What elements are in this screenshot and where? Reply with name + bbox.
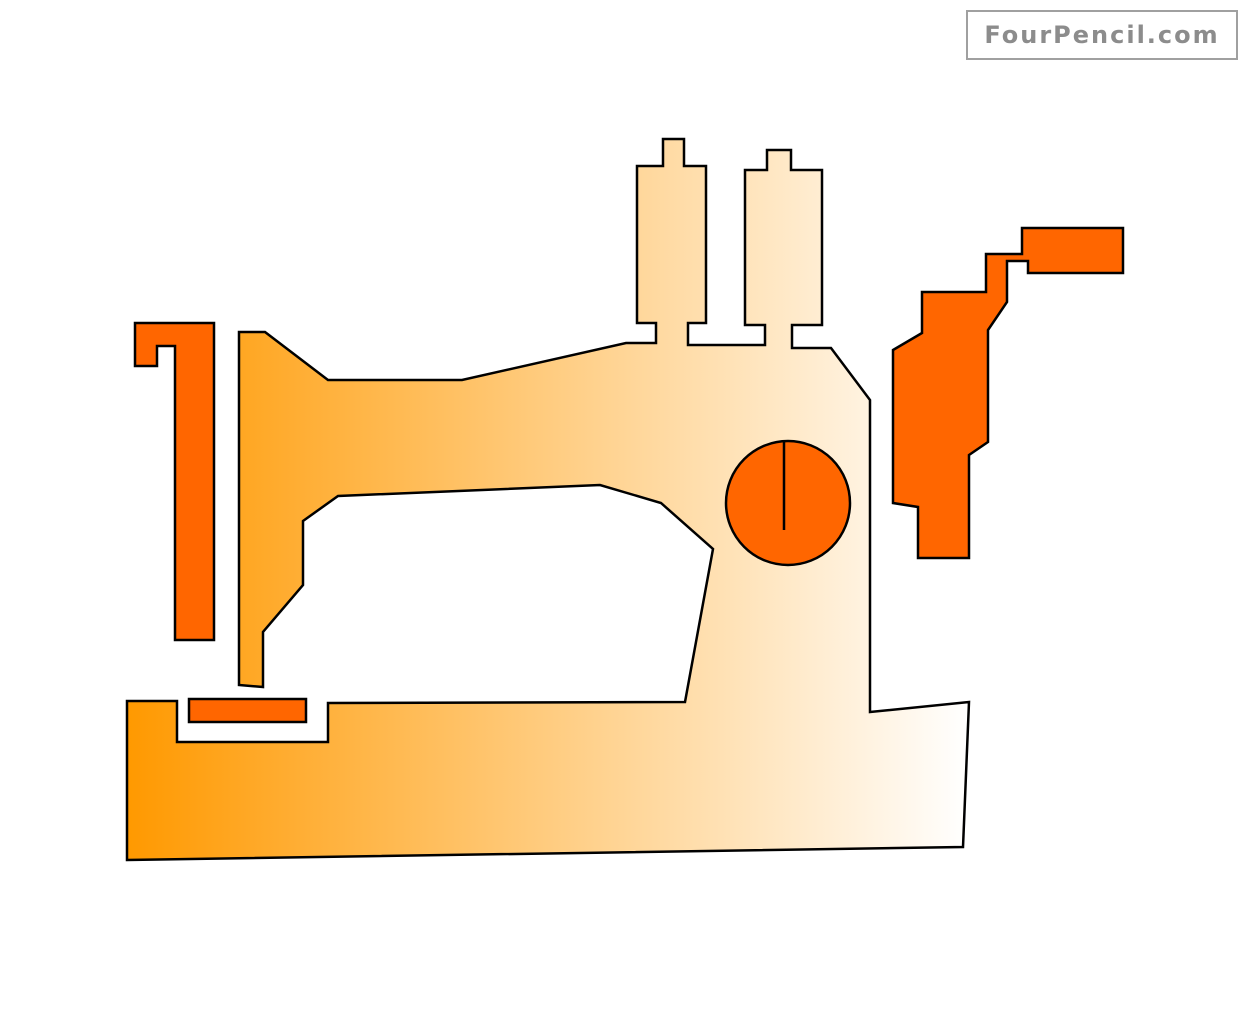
machine-body [125, 137, 971, 862]
handwheel [891, 226, 1125, 560]
presser-foot-plate [187, 697, 308, 724]
watermark: FourPencil.com [966, 10, 1238, 60]
thread-tension-knob [724, 439, 852, 567]
watermark-text: FourPencil.com [984, 21, 1220, 49]
needle-bar [133, 321, 216, 642]
